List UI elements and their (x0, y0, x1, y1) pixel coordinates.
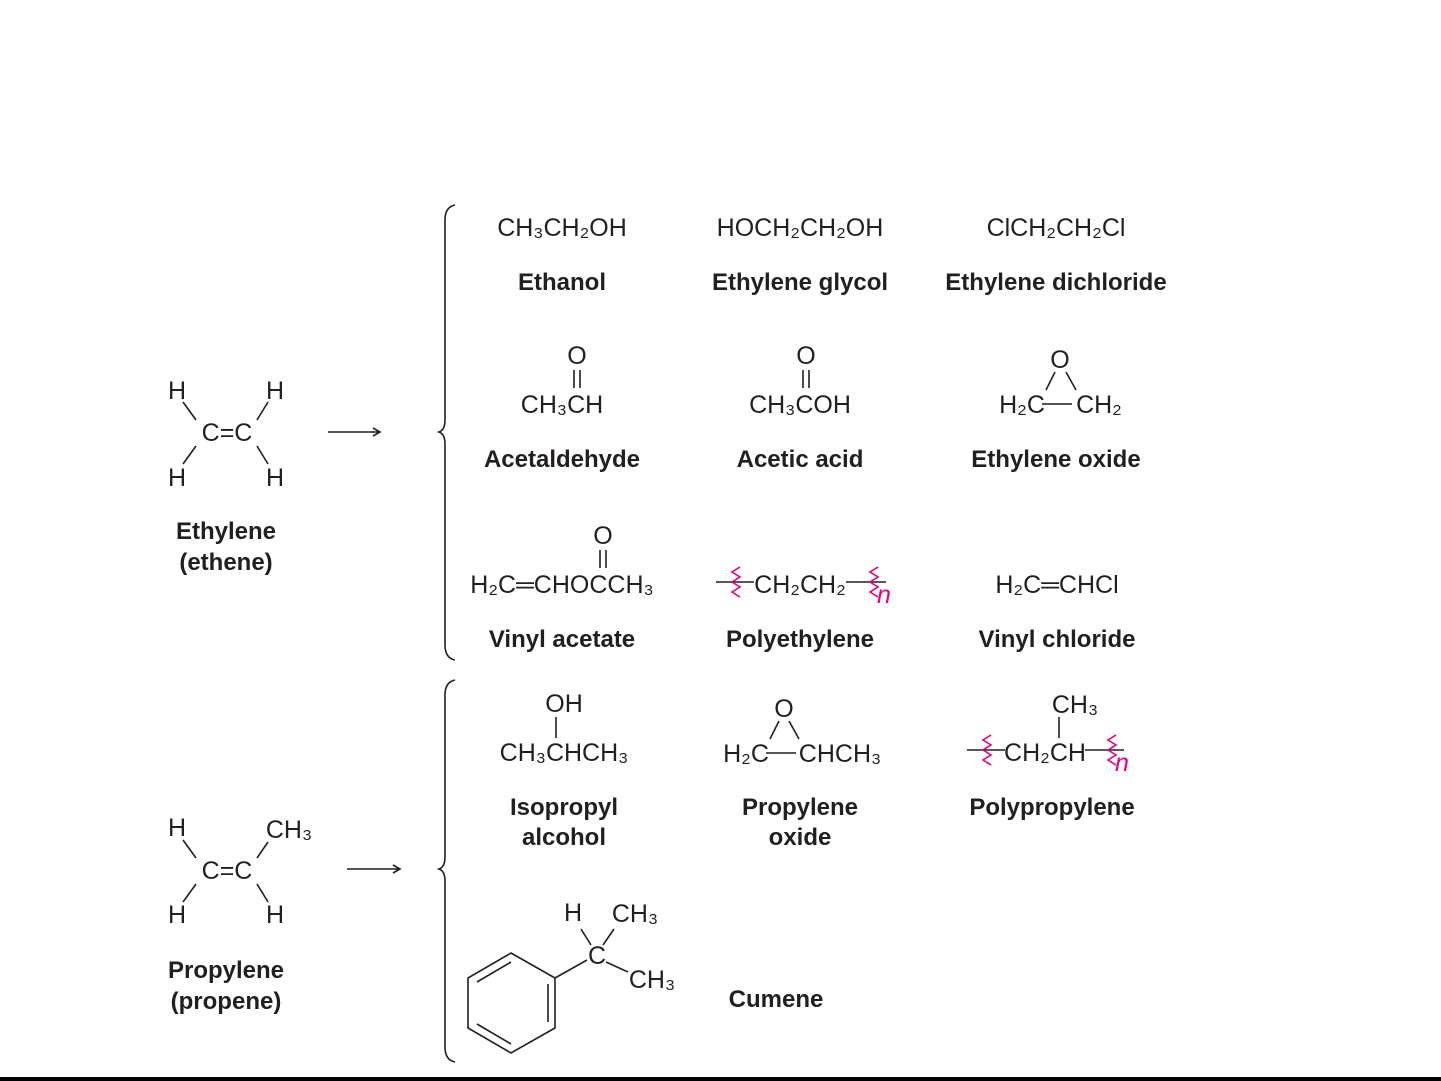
bonds (967, 717, 1124, 751)
polypropylene-name: Polypropylene (969, 794, 1134, 821)
atom-o: O (1050, 346, 1069, 374)
benzene-ring (467, 952, 556, 1054)
propylene-structure: H CH₃ C=C H H Propylene (propene) (168, 814, 312, 1015)
epoxide-bonds (766, 720, 800, 754)
atom-oh: OH (545, 690, 583, 718)
atom-cc: C=C (202, 857, 253, 885)
bonds (554, 928, 629, 979)
vinylchloride-formula: H₂C═CHCl (995, 571, 1118, 599)
isopropyl-formula: CH₃CHCH₃ (500, 739, 629, 767)
atom-h: H (564, 899, 582, 927)
polyethylene-formula: CH₂CH₂ (754, 571, 846, 599)
eoxide-name: Ethylene oxide (971, 446, 1140, 473)
double-bond (573, 370, 581, 388)
atom-o: O (567, 342, 586, 370)
acetic-name: Acetic acid (737, 446, 864, 473)
atom-ch3: CH₃ (629, 966, 675, 994)
atom-c: C (588, 942, 606, 970)
glycol-formula: HOCH₂CH₂OH (717, 214, 884, 242)
atom-h: H (266, 464, 284, 492)
ethylene-name-alt: (ethene) (179, 549, 272, 576)
repeat-n: n (877, 581, 891, 609)
atom-o: O (593, 522, 612, 550)
atom-h: H (168, 814, 186, 842)
dichloride-name: Ethylene dichloride (945, 269, 1166, 296)
ethanol-name: Ethanol (518, 269, 606, 296)
arrow-icon (347, 864, 402, 874)
ethylene-name: Ethylene (176, 518, 276, 545)
atom-h: H (266, 901, 284, 929)
acetaldehyde-formula: CH₃CH (521, 391, 603, 419)
vinylchloride-name: Vinyl chloride (979, 626, 1136, 653)
brace (436, 204, 456, 661)
benzene-inner-bonds (476, 961, 549, 1045)
atom-h: H (266, 377, 284, 405)
cumene-name: Cumene (729, 986, 824, 1013)
repeat-n: n (1115, 749, 1129, 777)
polyethylene-name: Polyethylene (726, 626, 874, 653)
poxide-name: Propylene (742, 794, 858, 821)
epoxide-bonds (1042, 371, 1077, 405)
atom-ch3: CH₃ (1052, 691, 1098, 719)
poxide-left: H₂C (723, 740, 769, 768)
atom-h: H (168, 377, 186, 405)
glycol-name: Ethylene glycol (712, 269, 888, 296)
ethylene-structure: H H C=C H H Ethylene (ethene) (168, 377, 284, 576)
squiggle-icon (730, 566, 880, 598)
squiggle-icon (981, 734, 1118, 766)
atom-ch3: CH₃ (612, 900, 658, 928)
cumene-structure: H CH₃ C CH₃ (467, 899, 675, 1054)
vinylacetate-formula: H₂C═CHOCCH₃ (470, 571, 653, 599)
vinylacetate-name: Vinyl acetate (489, 626, 635, 653)
dichloride-formula: ClCH₂CH₂Cl (987, 214, 1126, 242)
acetaldehyde-name: Acetaldehyde (484, 446, 640, 473)
isopropyl-name-2: alcohol (522, 824, 606, 851)
arrow-icon (328, 427, 382, 437)
atom-h: H (168, 901, 186, 929)
ethanol-formula: CH₃CH₂OH (497, 214, 627, 242)
isopropyl-name: Isopropyl (510, 794, 618, 821)
polypropylene-formula: CH₂CH (1004, 739, 1086, 767)
propylene-name-alt: (propene) (171, 988, 282, 1015)
atom-ch3: CH₃ (266, 816, 312, 844)
poxide-right: CHCH₃ (799, 740, 881, 768)
double-bond (599, 550, 607, 568)
atom-cc: C=C (202, 419, 253, 447)
eoxide-right: CH₂ (1076, 391, 1122, 419)
bottom-border (0, 1077, 1441, 1081)
double-bond (802, 370, 810, 388)
eoxide-left: H₂C (999, 391, 1045, 419)
atom-o: O (796, 342, 815, 370)
atom-o: O (774, 695, 793, 723)
propylene-name: Propylene (168, 957, 284, 984)
bonds (182, 401, 269, 465)
brace (436, 679, 456, 1063)
poxide-name-2: oxide (769, 824, 832, 851)
acetic-formula: CH₃COH (749, 391, 851, 419)
bonds (182, 839, 269, 903)
atom-h: H (168, 464, 186, 492)
